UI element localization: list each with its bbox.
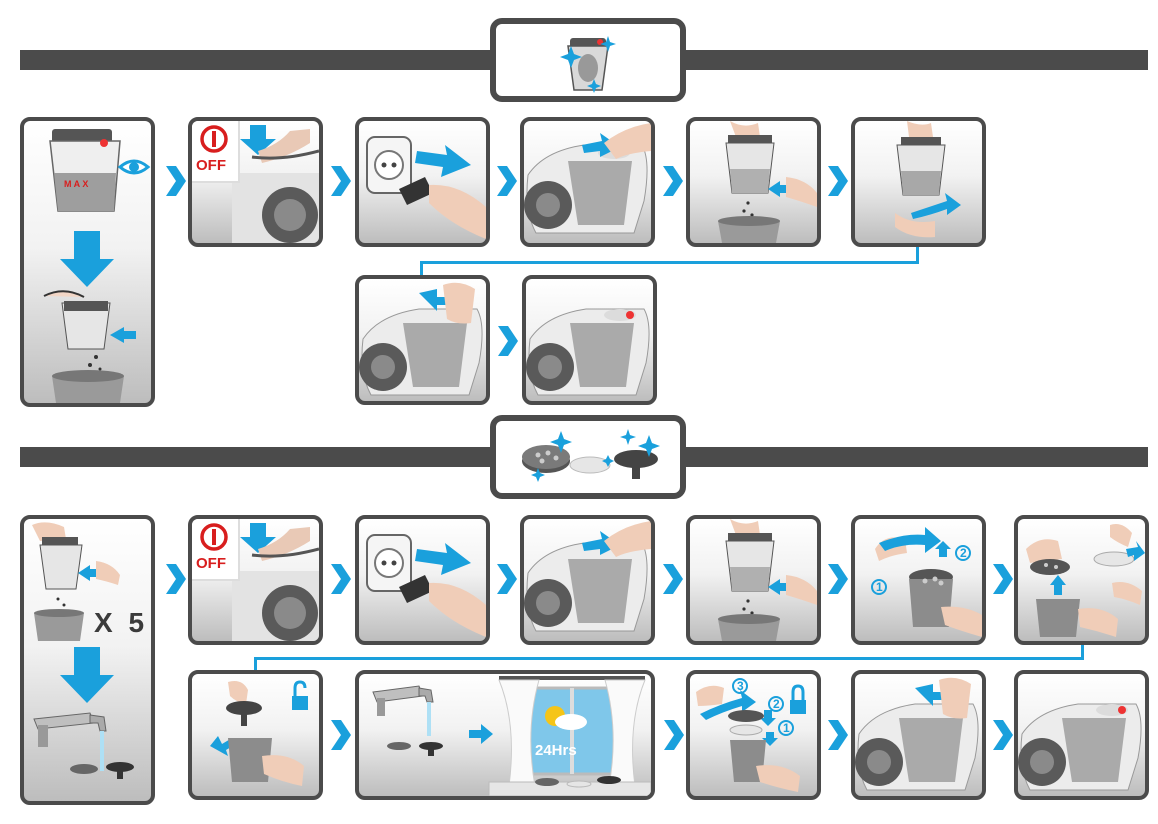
- dust-container-max-icon: M A X: [50, 129, 120, 211]
- step-number-2: 2: [960, 546, 967, 560]
- power-off-badge: OFF: [192, 121, 240, 183]
- step-complete-panel: [522, 275, 657, 405]
- chevron-right-icon: [991, 564, 1013, 594]
- chevron-right-icon: [329, 166, 351, 196]
- step-reassemble-filter-panel: 3 2 1: [686, 670, 821, 800]
- power-icon: [192, 519, 238, 555]
- dust-container-sparkle-icon: [496, 24, 680, 96]
- section1-divider-right: [680, 50, 1148, 70]
- chevron-right-icon: [495, 166, 517, 196]
- window-icon: [489, 676, 651, 796]
- chevron-right-icon: [991, 720, 1013, 750]
- step-number-1: 1: [783, 721, 790, 735]
- step-empty-bin-panel: [686, 117, 821, 247]
- flow-connector-line: [254, 657, 257, 671]
- wall-socket-icon: [367, 137, 411, 193]
- step-rinse-and-dry-panel: 24Hrs: [355, 670, 655, 800]
- section1-divider-left: [20, 50, 494, 70]
- step-empty-bin-panel: [686, 515, 821, 645]
- tap-icon: [34, 713, 106, 771]
- chevron-right-icon: [329, 720, 351, 750]
- step-reinsert-container-panel: [851, 670, 986, 800]
- step-release-container-panel: [520, 515, 655, 645]
- chevron-right-icon: [496, 326, 518, 356]
- step-rotate-container-panel: [851, 117, 986, 247]
- step-remove-filters-panel: [1014, 515, 1149, 645]
- step-unlock-filter-panel: [188, 670, 323, 800]
- chevron-right-icon: [826, 166, 848, 196]
- chevron-right-icon: [661, 166, 683, 196]
- repeat-times-label: X 5: [94, 607, 148, 639]
- flow-connector-line: [420, 261, 423, 275]
- chevron-right-icon: [662, 720, 684, 750]
- unlock-icon: [292, 682, 308, 710]
- arrow-down-icon: [60, 647, 114, 703]
- chevron-right-icon: [826, 564, 848, 594]
- filters-sparkle-icon: [496, 421, 680, 493]
- step-complete-panel: [1014, 670, 1149, 800]
- step-unplug-panel: [355, 117, 490, 247]
- step-unplug-panel: [355, 515, 490, 645]
- arrow-up-icon: [1050, 575, 1066, 595]
- eye-icon: [120, 161, 148, 173]
- step-switch-off-panel: OFF: [188, 515, 323, 645]
- section2-header-icon-box: [490, 415, 686, 499]
- chevron-right-icon: [164, 166, 186, 196]
- chevron-right-icon: [329, 564, 351, 594]
- arrow-right-icon: [415, 145, 471, 177]
- section2-divider-left: [20, 447, 494, 467]
- step-unscrew-filter-panel: 1 2: [851, 515, 986, 645]
- chevron-right-icon: [826, 720, 848, 750]
- chevron-right-icon: [495, 564, 517, 594]
- flow-connector-line: [254, 657, 1084, 660]
- step-number-1: 1: [876, 580, 883, 594]
- section1-header-icon-box: [490, 18, 686, 102]
- section2-divider-right: [680, 447, 1148, 467]
- step-switch-off-panel: OFF: [188, 117, 323, 247]
- power-off-badge: OFF: [192, 519, 240, 581]
- step-reinsert-container-panel: [355, 275, 490, 405]
- power-icon: [192, 121, 238, 157]
- empty-container-icon: [44, 291, 136, 403]
- dry-time-label: 24Hrs: [535, 742, 577, 759]
- vacuum-cleaner-icon: [524, 145, 647, 233]
- step-number-3: 3: [737, 679, 744, 693]
- step-number-2: 2: [773, 697, 780, 711]
- off-label: OFF: [196, 555, 226, 572]
- step-empty-x5-and-rinse-panel: X 5: [20, 515, 155, 805]
- chevron-right-icon: [164, 564, 186, 594]
- chevron-right-icon: [661, 564, 683, 594]
- flow-connector-line: [420, 261, 919, 264]
- arrow-right-icon: [469, 724, 493, 744]
- rotate-arrow-icon: [911, 193, 961, 219]
- step-check-max-and-empty-panel: M A X: [20, 117, 155, 407]
- wall-socket-icon: [367, 535, 411, 591]
- off-label: OFF: [196, 157, 226, 174]
- rotate-arrow-icon: [879, 527, 941, 553]
- step-release-container-panel: [520, 117, 655, 247]
- plug-in-hand-icon: [399, 177, 486, 239]
- arrow-down-icon: [60, 231, 114, 287]
- plug-in-hand-icon: [399, 575, 486, 637]
- tap-icon: [373, 686, 433, 736]
- lock-icon: [790, 686, 806, 714]
- svg-text:M A X: M A X: [64, 179, 88, 189]
- arrow-right-icon: [415, 543, 471, 575]
